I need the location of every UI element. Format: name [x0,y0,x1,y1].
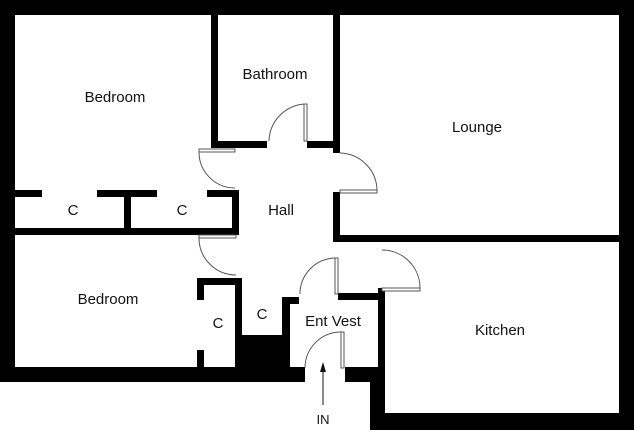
room-label-bedroom-1: Bedroom [85,89,146,106]
cupboard-3-left-wall-bottom [197,350,204,367]
kitchen-left-wall [378,288,385,378]
bottom-wall-left [0,367,305,382]
room-label-ent-vest: Ent Vest [305,313,362,330]
cupboard-label-1: C [68,202,79,219]
cupboard-3-right-wall [235,278,242,367]
ent-vest-top-wall-right [338,293,385,300]
bedroom-2-door-leaf [198,234,237,239]
cupboard-3-left-wall-top [197,278,204,300]
ent-vest-inner-door-leaf [334,257,339,295]
left-wall [0,0,15,382]
bedroom-1-door-leaf [198,148,236,153]
room-label-kitchen: Kitchen [475,322,525,339]
room-label-hall: Hall [268,202,294,219]
arrow-up-icon [320,362,326,405]
bathroom-door-swing [268,103,308,142]
cupboard-3-top-wall [197,278,242,285]
room-label-bathroom: Bathroom [242,66,307,83]
right-wall [619,0,634,430]
ent-vest-top-wall-left [282,297,299,304]
kitchen-door-swing [381,249,421,289]
closet-bottom-wall [15,228,239,235]
lounge-bottom-wall [333,235,619,242]
closet-right-wall [232,190,239,235]
cupboard-label-2: C [177,202,188,219]
room-label-bedroom-2: Bedroom [78,291,139,308]
cupboard-label-4: C [257,306,268,323]
bedroom-2-door-swing [198,237,237,276]
closet-top-wall-1 [15,190,42,197]
closet-top-wall-3 [207,190,239,197]
bathroom-left-wall [211,15,218,148]
bathroom-bottom-wall-right [307,141,340,148]
entrance-label: IN [317,412,330,427]
cupboard-label-3: C [213,315,224,332]
kitchen-door-leaf [381,287,421,292]
room-label-lounge: Lounge [452,119,502,136]
cupboard-4-right-wall [282,297,290,367]
doors [198,103,421,369]
lounge-door-swing [339,152,378,191]
ent-vest-inner-door-swing [299,257,336,295]
bathroom-right-wall [333,15,340,148]
bathroom-door-leaf [303,103,308,142]
bottom-wall-kitchen [370,413,634,430]
closet-divider [124,190,131,228]
bathroom-bottom-wall-left [211,141,267,148]
lounge-door-leaf [339,189,378,194]
front-door-swing [304,331,342,369]
lounge-left-wall-bottom [333,192,340,242]
front-door-leaf [340,331,345,369]
lounge-left-wall-top [333,148,340,153]
top-wall [0,0,634,15]
bedroom-1-door-swing [198,151,236,189]
